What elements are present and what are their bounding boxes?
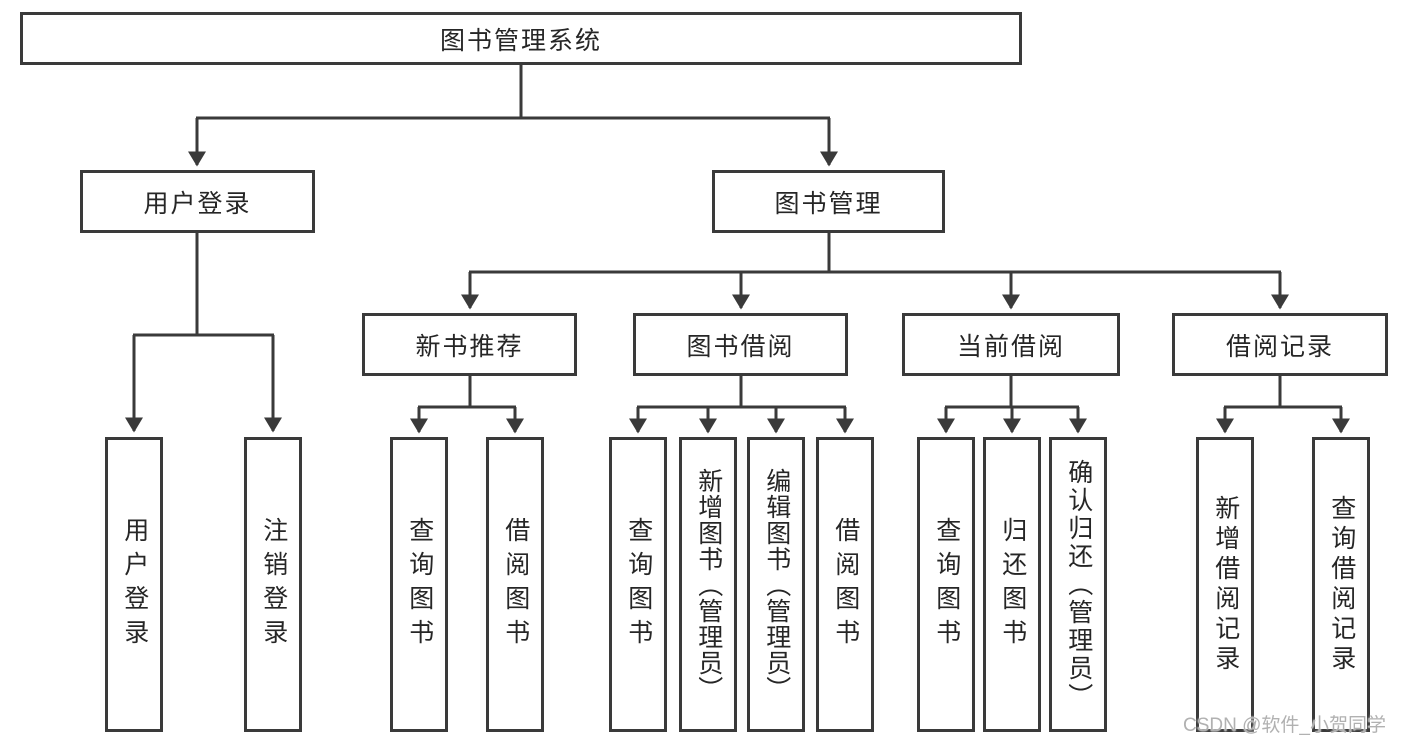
leaf-add-borrow-record: 新增借阅记录: [1196, 437, 1254, 732]
leaf-label: 查询图书: [624, 516, 653, 653]
node-book-borrowing: 图书借阅: [633, 313, 848, 376]
leaf-user-login: 用户登录: [105, 437, 163, 732]
leaf-borrow-books-newbook: 借阅图书: [486, 437, 544, 732]
leaf-label: 查询图书: [932, 516, 961, 653]
node-label: 图书借阅: [686, 332, 795, 361]
leaf-query-books-current: 查询图书: [917, 437, 975, 732]
leaf-label: 编辑图书（管理员）: [762, 467, 791, 702]
node-current-borrowing: 当前借阅: [902, 313, 1120, 376]
leaf-label: 借阅图书: [501, 516, 530, 653]
node-book-management: 图书管理: [712, 170, 945, 233]
leaf-label: 新增图书（管理员）: [694, 467, 723, 702]
node-label: 图书管理系统: [439, 26, 602, 55]
leaf-query-books-newbook: 查询图书: [390, 437, 448, 732]
leaf-label: 注销登录: [259, 516, 288, 653]
node-label: 用户登录: [143, 189, 252, 218]
leaf-return-book: 归还图书: [983, 437, 1041, 732]
leaf-add-book-admin: 新增图书（管理员）: [679, 437, 737, 732]
leaf-confirm-return-admin: 确认归还（管理员）: [1049, 437, 1107, 732]
leaf-label: 归还图书: [998, 516, 1027, 653]
node-label: 当前借阅: [956, 332, 1065, 361]
leaf-logout: 注销登录: [244, 437, 302, 732]
node-user-login: 用户登录: [80, 170, 315, 233]
node-borrowing-records: 借阅记录: [1172, 313, 1388, 376]
node-new-book-recommendation: 新书推荐: [362, 313, 577, 376]
leaf-query-borrow-record: 查询借阅记录: [1312, 437, 1370, 732]
leaf-label: 查询借阅记录: [1327, 494, 1356, 675]
node-library-management-system: 图书管理系统: [20, 12, 1022, 65]
leaf-query-books-borrow: 查询图书: [609, 437, 667, 732]
node-label: 图书管理: [774, 189, 883, 218]
node-label: 新书推荐: [415, 332, 524, 361]
node-label: 借阅记录: [1225, 332, 1334, 361]
leaf-label: 确认归还（管理员）: [1064, 458, 1093, 711]
leaf-borrow-books: 借阅图书: [816, 437, 874, 732]
leaf-label: 查询图书: [405, 516, 434, 653]
leaf-label: 用户登录: [120, 516, 149, 653]
leaf-edit-book-admin: 编辑图书（管理员）: [747, 437, 805, 732]
leaf-label: 新增借阅记录: [1211, 494, 1240, 675]
leaf-label: 借阅图书: [831, 516, 860, 653]
csdn-watermark: CSDN @软件_小贺同学: [1183, 715, 1386, 736]
